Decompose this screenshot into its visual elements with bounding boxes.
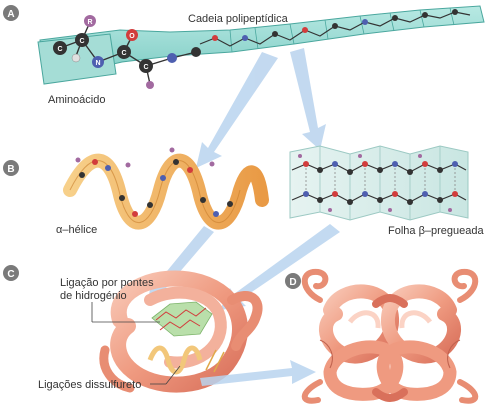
panel-b: B α–hélice: [3, 145, 485, 237]
atom-h-left: [71, 53, 81, 63]
svg-text:C: C: [121, 50, 126, 57]
svg-text:C: C: [143, 64, 148, 71]
hbond-leader: [91, 302, 160, 323]
svg-text:R: R: [87, 19, 92, 26]
svg-text:C: C: [7, 269, 14, 280]
panel-c-badge: C: [3, 265, 19, 281]
tertiary-structure: [99, 270, 263, 393]
panel-d-badge: D: [285, 273, 301, 289]
amino-acid-label: Aminoácido: [48, 94, 105, 106]
alpha-helix-label: α–hélice: [56, 224, 97, 236]
atom-c-second: C: [139, 59, 153, 73]
atom-c-alpha: C: [75, 33, 89, 47]
svg-text:D: D: [289, 277, 296, 288]
chain-label: Cadeia polipeptídica: [188, 13, 289, 25]
panel-a-badge: A: [3, 5, 19, 21]
svg-text:C: C: [57, 46, 62, 53]
inner-beta-sheet: [151, 301, 213, 337]
atom-r: R: [84, 15, 96, 27]
atom-r-second: [146, 81, 154, 89]
beta-sheet: [289, 145, 469, 221]
svg-text:A: A: [7, 9, 14, 20]
hbond-label-line1: Ligação por pontes: [60, 277, 154, 289]
atom-c-left: C: [53, 41, 67, 55]
disulfide-leader: [150, 365, 181, 385]
arrow-c-to-d: [200, 360, 316, 386]
svg-text:N: N: [95, 60, 100, 67]
atom-n-right: [167, 53, 177, 63]
svg-text:B: B: [7, 164, 14, 175]
panel-a: A: [3, 5, 485, 106]
alpha-helix: [63, 147, 269, 230]
panel-b-badge: B: [3, 160, 19, 176]
svg-text:C: C: [79, 38, 84, 45]
panel-d: D: [285, 268, 479, 404]
atom-n-left: N: [92, 56, 104, 68]
svg-text:O: O: [129, 33, 135, 40]
atom-c-right: [191, 47, 201, 57]
atom-c-carbonyl: C: [117, 45, 131, 59]
arrows-a-to-b: [196, 48, 326, 168]
quaternary-structure: [301, 268, 479, 404]
beta-sheet-label: Folha β–pregueada: [388, 225, 485, 237]
panel-c: C Ligação por pontes de hidrogénio: [3, 265, 263, 393]
hbond-label-line2: de hidrogénio: [60, 290, 127, 302]
chain-atoms: [212, 9, 458, 41]
disulfide-label: Ligações dissulfureto: [38, 379, 141, 391]
atom-o: O: [126, 29, 138, 41]
